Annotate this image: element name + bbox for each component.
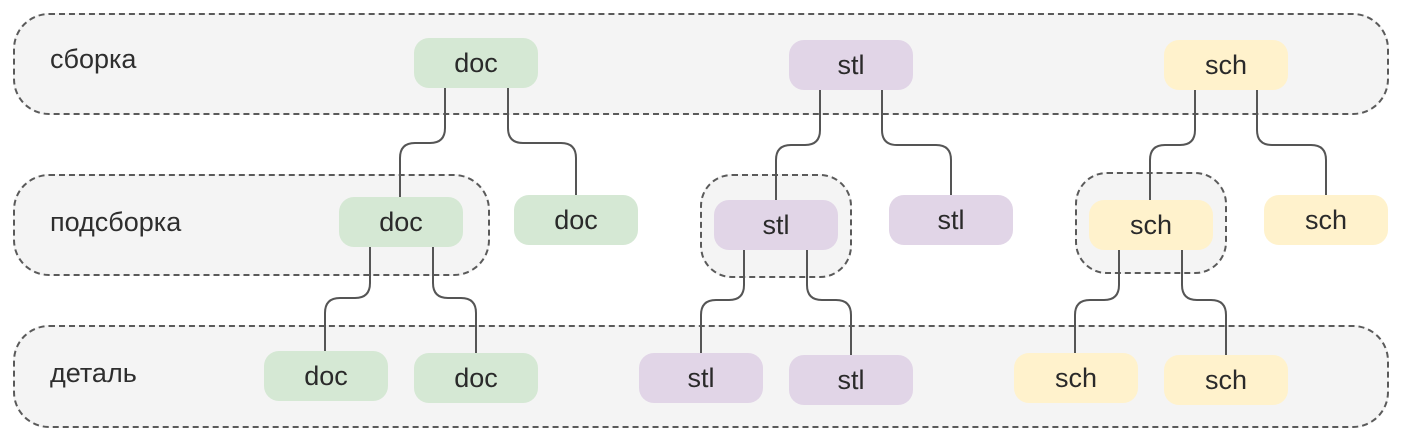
node-stl-assembly[interactable]: stl [789, 40, 913, 90]
node-sch-part-2[interactable]: sch [1164, 355, 1288, 405]
node-doc-direct-part[interactable]: doc [514, 195, 638, 245]
node-sch-part-1[interactable]: sch [1014, 353, 1138, 403]
edge-doc-root-to-sub [399, 88, 446, 198]
node-stl-direct-part[interactable]: stl [889, 195, 1013, 245]
level-label-subassembly: подсборка [50, 207, 182, 237]
node-sch-subassembly[interactable]: sch [1089, 200, 1213, 250]
level-label-part: деталь [50, 358, 137, 388]
node-sch-direct-part[interactable]: sch [1264, 195, 1388, 245]
edge-sch-root-to-sub [1149, 90, 1196, 201]
edge-sch-sub-to-part2 [1181, 249, 1227, 356]
edge-stl-sub-to-part1 [700, 249, 745, 354]
node-doc-part-1[interactable]: doc [264, 351, 388, 401]
edge-stl-root-to-direct [881, 90, 952, 196]
edge-stl-root-to-sub [775, 90, 821, 201]
edge-sch-root-to-direct [1256, 90, 1327, 196]
edge-doc-sub-to-part1 [324, 246, 371, 352]
edge-sch-sub-to-part1 [1074, 249, 1120, 354]
level-label-assembly: сборка [50, 44, 137, 74]
node-stl-part-1[interactable]: stl [639, 353, 763, 403]
edge-doc-root-to-direct [507, 88, 577, 196]
edge-stl-sub-to-part2 [806, 249, 852, 356]
node-sch-assembly[interactable]: sch [1164, 40, 1288, 90]
band-assembly [13, 13, 1389, 115]
node-stl-subassembly[interactable]: stl [714, 200, 838, 250]
node-doc-part-2[interactable]: doc [414, 353, 538, 403]
node-doc-assembly[interactable]: doc [414, 38, 538, 88]
edge-doc-sub-to-part2 [432, 246, 477, 354]
node-stl-part-2[interactable]: stl [789, 355, 913, 405]
node-doc-subassembly[interactable]: doc [339, 197, 463, 247]
